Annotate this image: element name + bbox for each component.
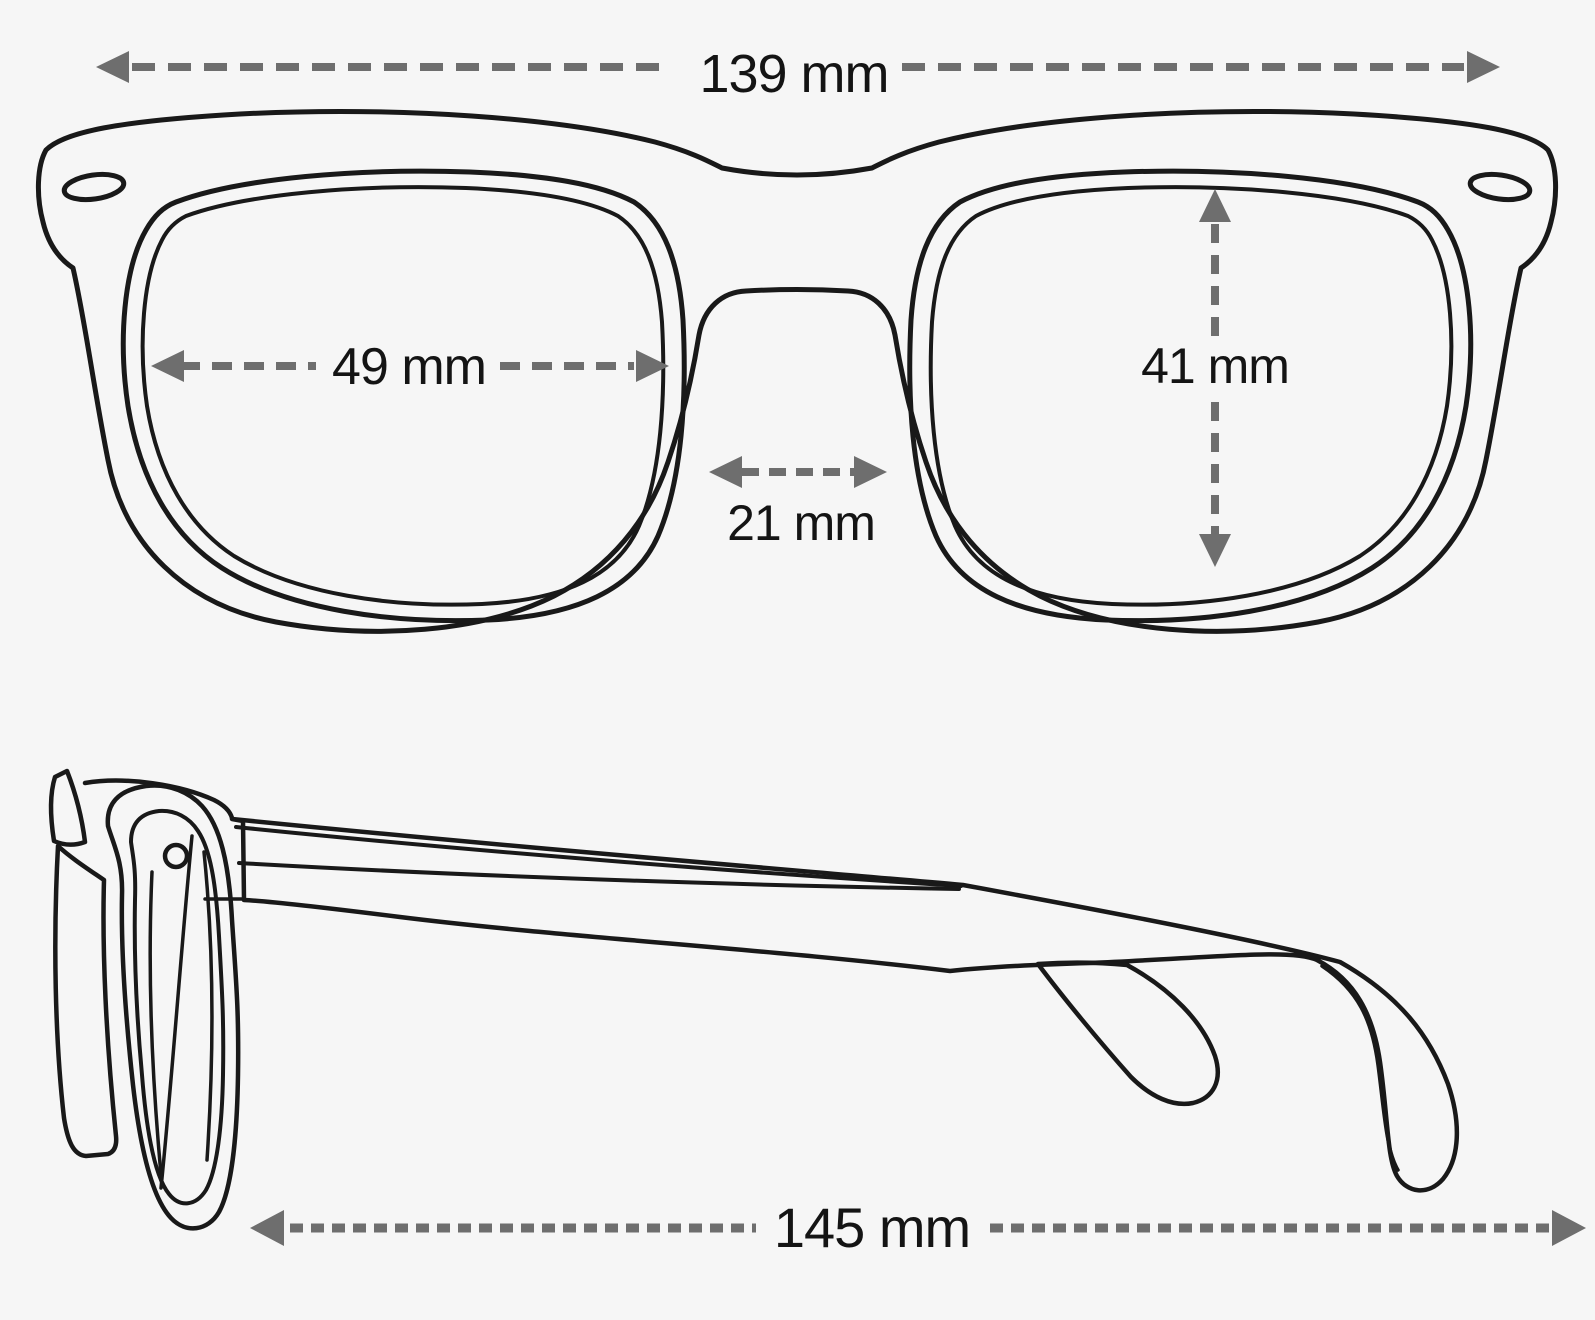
lens-height-arrowhead-up-icon <box>1199 189 1231 222</box>
temple-top-facet-line <box>234 825 963 888</box>
rim-profile-outer <box>105 783 241 1231</box>
frame-front-outline <box>35 109 1559 634</box>
far-rim-edge <box>53 843 119 1159</box>
side-view <box>48 768 1460 1231</box>
lens-width-label: 49 mm <box>332 338 486 396</box>
frame-width-arrowhead-right-icon <box>1467 51 1500 83</box>
right-lens-outer-rim <box>907 168 1474 624</box>
temple-length-arrowhead-right-icon <box>1552 1210 1586 1246</box>
lens-width-arrowhead-left-icon <box>151 350 184 382</box>
right-lens-inner-rim <box>928 185 1454 607</box>
rim-profile-inner <box>129 808 226 1206</box>
frame-width-dimension: 139 mm <box>96 44 1500 104</box>
lens-edge-streak-1 <box>148 870 164 1187</box>
lens-height-arrowhead-down-icon <box>1199 534 1231 567</box>
temple-length-dimension: 145 mm <box>250 1196 1586 1259</box>
lens-edge-streak-2 <box>202 850 214 1162</box>
frame-width-arrowhead-left-icon <box>96 51 129 83</box>
far-temple-ear-tip <box>1035 960 1220 1107</box>
temple-side-facet-line <box>237 861 961 891</box>
bridge-width-label: 21 mm <box>727 495 875 551</box>
endpiece-top-edge <box>82 778 235 821</box>
left-lens-outer-rim <box>120 168 687 624</box>
bridge-width-arrowhead-left-icon <box>709 456 742 488</box>
lens-height-label: 41 mm <box>1141 338 1289 394</box>
bridge-width-arrowhead-right-icon <box>854 456 887 488</box>
brow-tab-profile <box>48 768 88 847</box>
front-view <box>35 109 1559 634</box>
temple-length-label: 145 mm <box>774 1196 970 1259</box>
lens-height-dimension: 41 mm <box>1141 189 1290 567</box>
dimension-annotations: 139 mm 49 mm 21 mm <box>96 44 1586 1259</box>
frame-width-label: 139 mm <box>699 44 888 104</box>
left-lens-inner-rim <box>140 185 666 607</box>
near-ear-tip-inner-line <box>1320 964 1400 1172</box>
lens-width-arrowhead-right-icon <box>636 350 669 382</box>
left-hinge-rivet <box>61 171 127 203</box>
lens-width-dimension: 49 mm <box>151 338 669 396</box>
lens-edge-streak-3 <box>159 834 194 1190</box>
side-hinge-rivet <box>162 842 190 870</box>
right-hinge-rivet <box>1467 171 1533 203</box>
temple-length-arrowhead-left-icon <box>250 1210 284 1246</box>
bridge-width-dimension: 21 mm <box>709 456 887 551</box>
